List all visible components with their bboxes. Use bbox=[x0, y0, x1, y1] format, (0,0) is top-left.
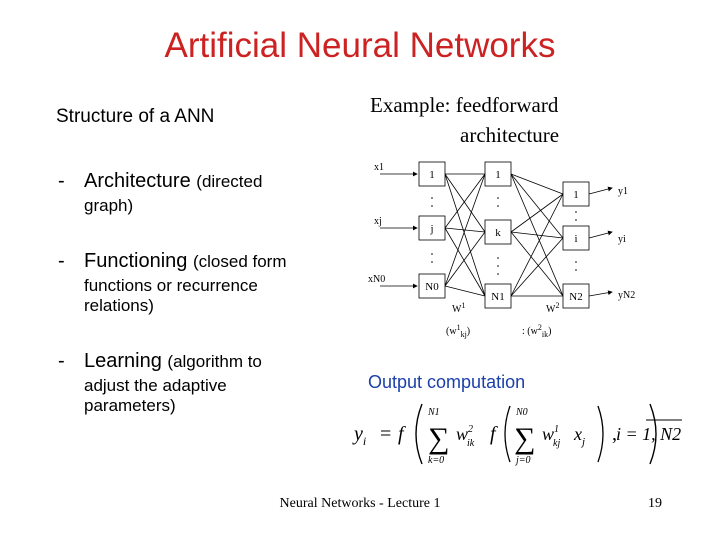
w1-label: W1 bbox=[452, 301, 465, 315]
sum-outer-bot: k=0 bbox=[428, 455, 444, 466]
input-label-xn0: xN0 bbox=[368, 274, 385, 285]
bullet-architecture: -Architecture (directed bbox=[58, 170, 263, 192]
right-heading-line2: architecture bbox=[460, 123, 560, 147]
slide-title: Artificial Neural Networks bbox=[164, 26, 556, 65]
network-diagram: 1 j N0 1 k N1 1 i N2 x1 xj xN0 y1 yi yN2… bbox=[368, 161, 635, 339]
sum-outer-sign: ∑ bbox=[428, 422, 449, 455]
right-heading-line1: Example: feedforward bbox=[370, 93, 559, 117]
sum-inner-bot: j=0 bbox=[514, 455, 531, 466]
l3-node-n2: N2 bbox=[569, 291, 582, 303]
l1-node-n0: N0 bbox=[425, 281, 439, 293]
bullet-architecture-cont: graph) bbox=[84, 196, 134, 215]
input-label-x1: x1 bbox=[374, 162, 384, 173]
sum-inner-sign: ∑ bbox=[514, 422, 535, 455]
l3-node-i: i bbox=[574, 233, 577, 245]
bullet-functioning: -Functioning (closed form bbox=[58, 250, 287, 272]
l1-node-1: 1 bbox=[429, 169, 435, 181]
x-j: xj bbox=[573, 424, 585, 448]
output-computation-label: Output computation bbox=[368, 372, 526, 392]
page-number: 19 bbox=[648, 496, 662, 511]
svg-text:,: , bbox=[612, 423, 617, 445]
w2-bracket: : (w2ik) bbox=[522, 323, 551, 339]
bullet-learning: -Learning (algorithm to bbox=[58, 350, 262, 372]
output-label-yi: yi bbox=[618, 234, 626, 245]
l2-node-n1: N1 bbox=[491, 291, 504, 303]
formula-lhs: yi bbox=[352, 423, 366, 448]
w2-label: W2 bbox=[546, 301, 559, 315]
left-heading: Structure of a ANN bbox=[56, 106, 215, 127]
input-label-xj: xj bbox=[374, 216, 382, 227]
l1-node-j: j bbox=[429, 223, 433, 235]
l2-node-1: 1 bbox=[495, 169, 501, 181]
svg-text:=: = bbox=[380, 423, 391, 445]
footer: Neural Networks - Lecture 1 bbox=[279, 496, 441, 511]
bullet-learning-cont: adjust the adaptive parameters) bbox=[84, 376, 227, 415]
formula-f-inner: f bbox=[490, 423, 498, 445]
formula-f-outer: f bbox=[398, 423, 406, 445]
bullet-functioning-cont: functions or recurrence relations) bbox=[84, 276, 258, 315]
i-range-text: i = 1, N2 bbox=[616, 424, 682, 444]
l3-node-1: 1 bbox=[573, 189, 579, 201]
sum-outer-top: N1 bbox=[427, 407, 440, 418]
output-label-y1: y1 bbox=[618, 186, 628, 197]
right-heading: Example: feedforward architecture bbox=[370, 90, 559, 150]
sum-inner-top: N0 bbox=[515, 407, 528, 418]
l2-node-k: k bbox=[495, 227, 501, 239]
output-label-yn2: yN2 bbox=[618, 290, 635, 301]
w1-bracket: (w1kj) bbox=[446, 323, 470, 339]
